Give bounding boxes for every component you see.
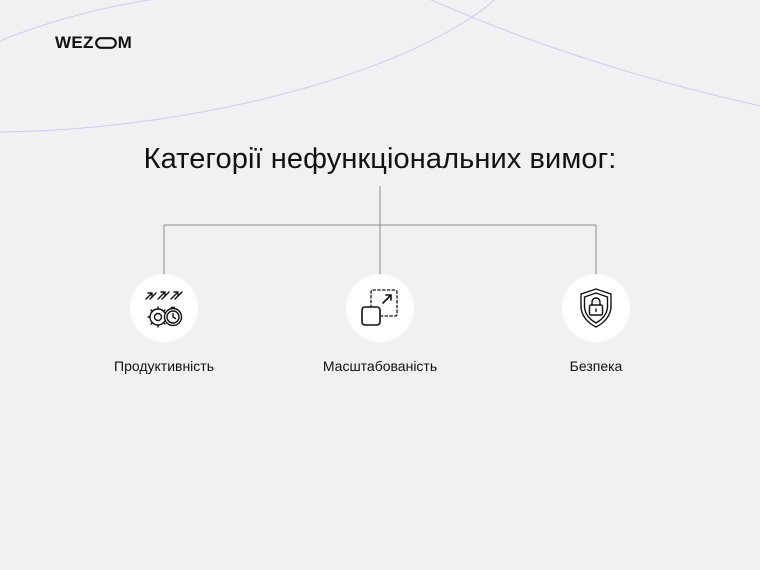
category-label: Безпека: [569, 358, 623, 374]
logo-o-mark: [94, 37, 117, 49]
icon-circle: [562, 274, 630, 342]
icon-circle: [130, 274, 198, 342]
security-shield-lock-icon: [580, 288, 612, 328]
page-title: Категорії нефункціональних вимог:: [143, 143, 617, 175]
background-curve-left: [0, 0, 152, 42]
background-curve-right: [0, 0, 496, 133]
wezom-logo[interactable]: WEZ M: [55, 33, 133, 52]
performance-gears-icon: [145, 291, 183, 328]
logo-text-right: M: [117, 33, 133, 52]
category-performance: Продуктивність: [74, 274, 254, 374]
icon-circle: [346, 274, 414, 342]
category-security: Безпека: [506, 274, 686, 374]
category-scalability: Масштабованість: [290, 274, 470, 374]
background-curve-top-right: [430, 0, 760, 107]
category-label: Продуктивність: [114, 358, 214, 374]
category-label: Масштабованість: [322, 358, 438, 374]
logo-text-left: WEZ: [55, 33, 94, 52]
scale-resize-icon: [361, 289, 398, 326]
